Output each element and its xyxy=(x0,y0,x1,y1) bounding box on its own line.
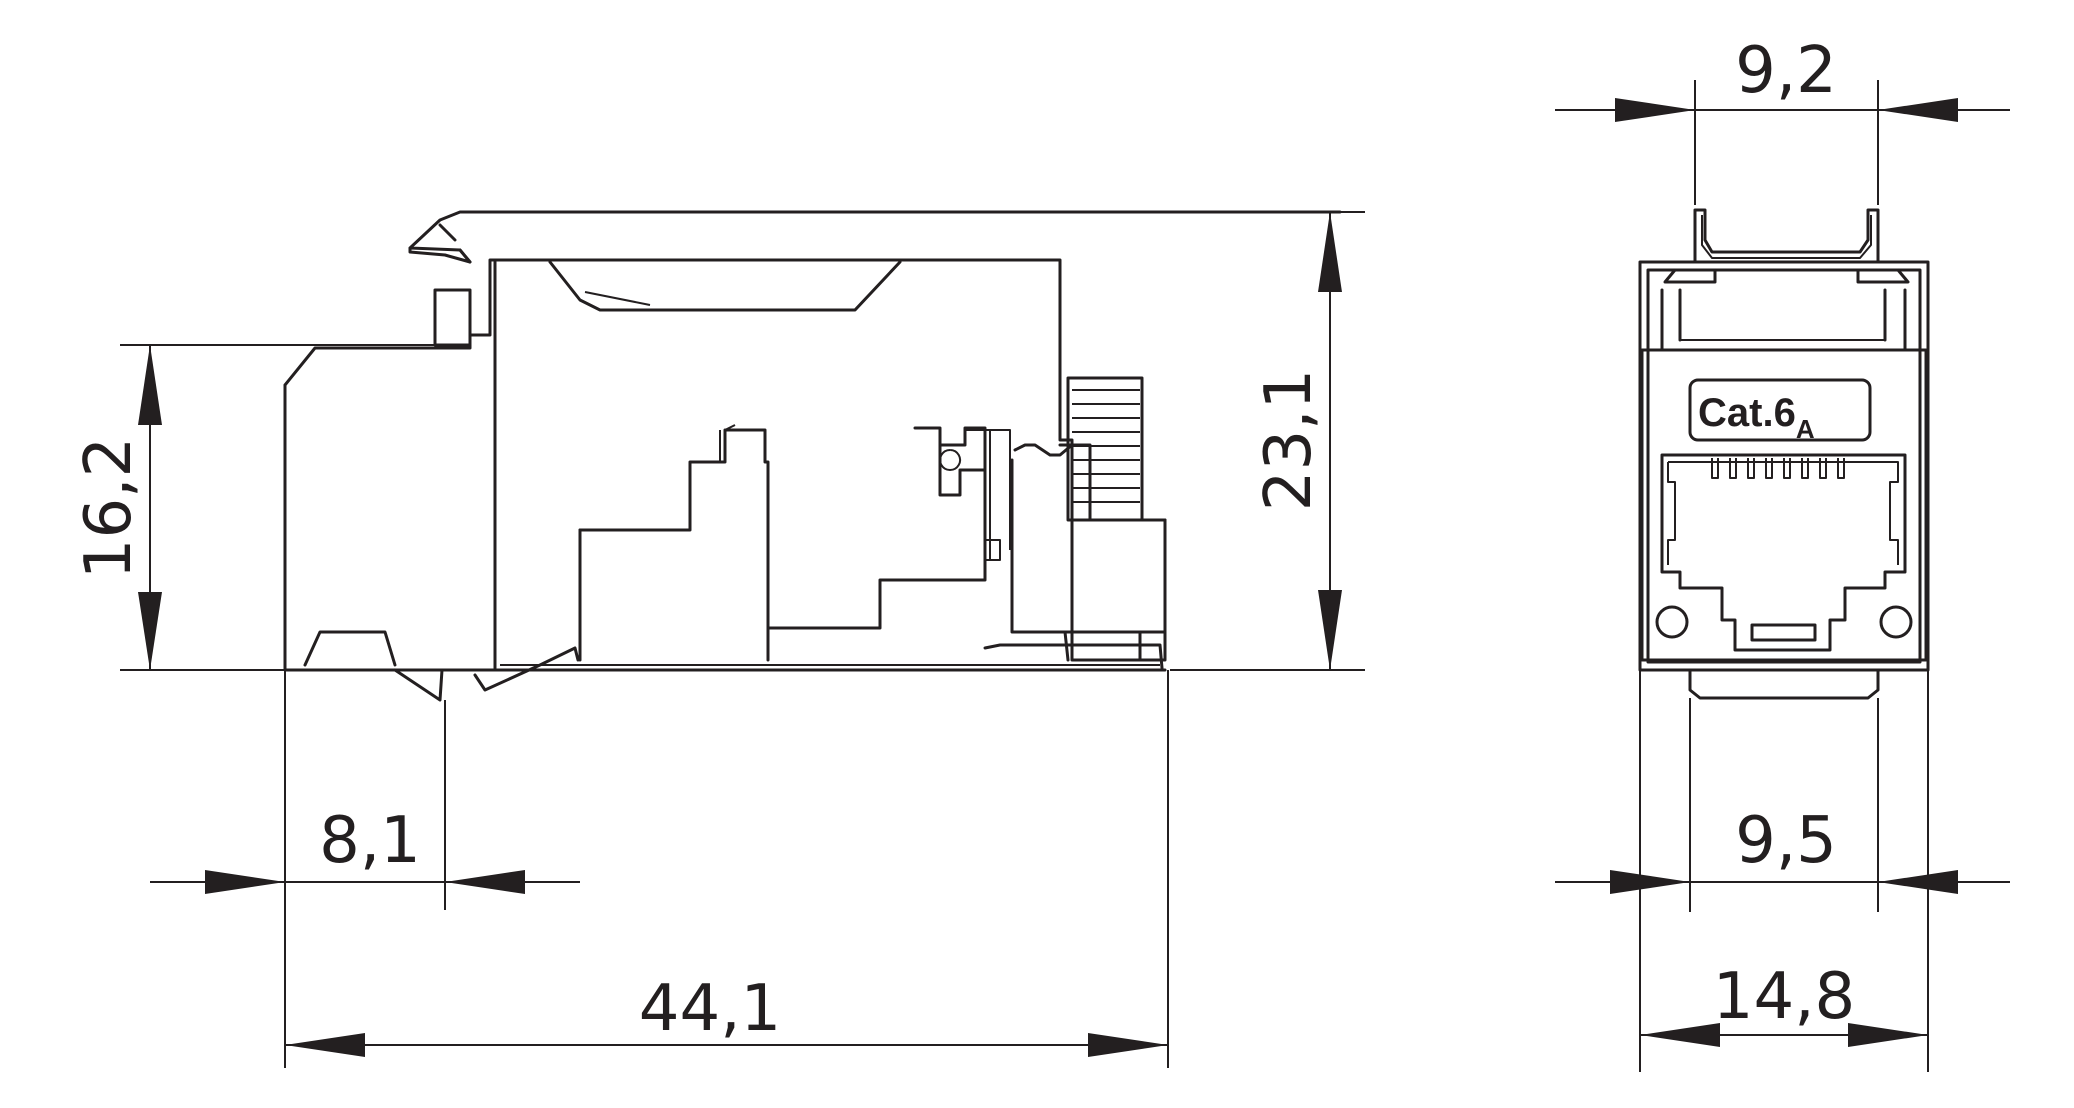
mount-hole-left xyxy=(1655,605,1689,639)
clamp-inner xyxy=(1010,458,1167,634)
side-body-outline xyxy=(283,258,1167,672)
small-tab xyxy=(719,424,736,462)
dim-side-height: 16,2 xyxy=(72,437,146,580)
front-view: Cat.6A 9,2 9,5 xyxy=(1555,34,2010,1072)
front-latch xyxy=(1693,208,1880,264)
left-foot xyxy=(303,630,397,667)
stepped-wall-lower xyxy=(578,528,770,662)
rj45-port xyxy=(1660,453,1907,652)
top-profile xyxy=(548,260,902,312)
top-left-block xyxy=(433,288,472,347)
ribbed-gland xyxy=(1066,376,1144,522)
dim-front-total-width: 14,8 xyxy=(1713,960,1856,1034)
front-face xyxy=(1640,348,1928,662)
contact-leg xyxy=(985,539,1001,561)
clamp-block xyxy=(1013,443,1074,457)
dim-side-total-height: 23,1 xyxy=(1252,369,1326,512)
side-view: 16,2 23,1 8,1 44,1 xyxy=(72,210,1365,1068)
dim-front-inner-width: 9,5 xyxy=(1735,804,1837,878)
stepped-wall xyxy=(578,428,987,630)
mount-hole-right xyxy=(1879,605,1913,639)
front-brackets xyxy=(1663,268,1910,284)
contact-circles xyxy=(939,429,1011,560)
latch-foot xyxy=(393,668,444,702)
top-profile-line xyxy=(584,291,651,306)
dim-front-offset: 8,1 xyxy=(319,804,421,878)
dim-front-top-width: 9,2 xyxy=(1735,34,1837,108)
latch-lever xyxy=(408,210,1342,264)
category-label: Cat.6A xyxy=(1698,391,1815,444)
right-foot xyxy=(983,630,1164,670)
contact-area xyxy=(913,426,987,542)
front-bottom-tab xyxy=(1688,668,1880,700)
latch-tab xyxy=(438,223,472,264)
dim-total-length: 44,1 xyxy=(639,972,782,1046)
rj45-contact-pins xyxy=(1711,458,1845,479)
category-label-box xyxy=(1688,378,1872,442)
